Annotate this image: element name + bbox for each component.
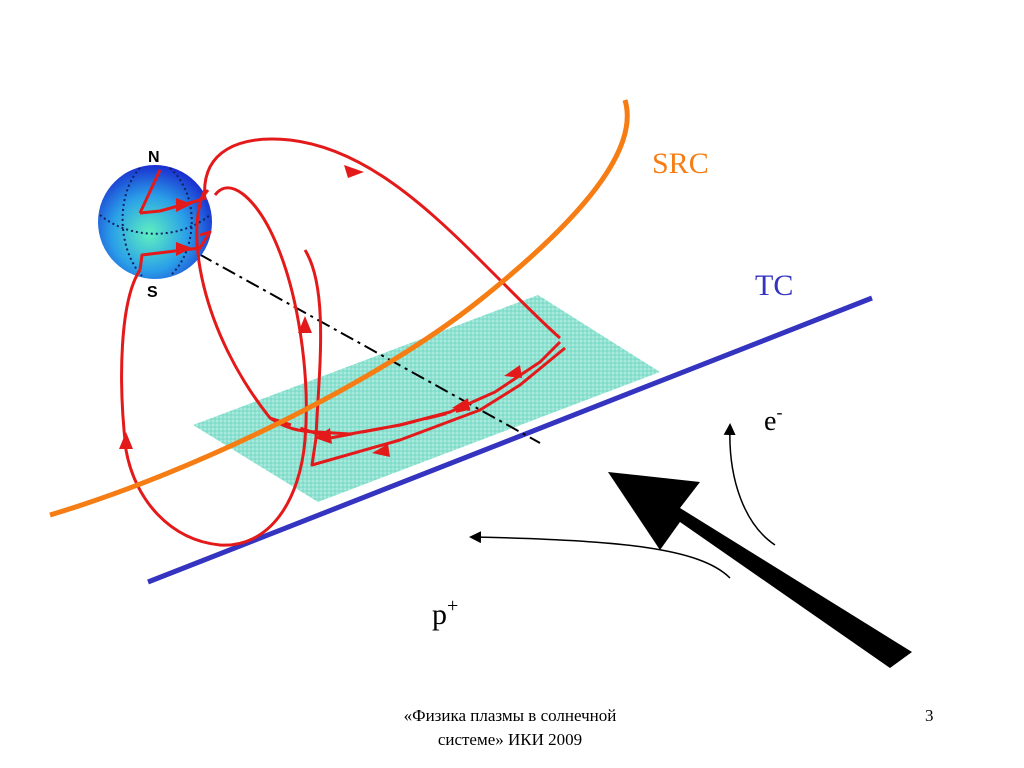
axis-line: [151, 227, 541, 444]
electron-trajectory: [723, 423, 776, 546]
north-label: N: [148, 149, 160, 166]
src-curve: [49, 99, 630, 518]
dashed-field-line: [269, 406, 471, 440]
footer-caption: «Физика плазмы в солнечной системе» ИКИ …: [360, 704, 660, 752]
big-flow-arrow: [608, 472, 912, 668]
page-number: 3: [925, 706, 934, 725]
tc-line: [147, 295, 873, 585]
src-label: SRC: [652, 147, 709, 180]
electron-label: e-: [764, 402, 782, 437]
proton-label: p+: [432, 595, 458, 631]
current-sheet: [193, 295, 660, 502]
field-arrowheads: [119, 165, 522, 457]
field-lines: [120, 137, 566, 547]
footer-line-2: системе» ИКИ 2009: [437, 730, 583, 749]
tc-label: TC: [755, 269, 793, 302]
proton-trajectory: [469, 531, 731, 579]
south-label: S: [147, 284, 158, 301]
footer-line-1: «Физика плазмы в солнечной: [403, 706, 617, 725]
